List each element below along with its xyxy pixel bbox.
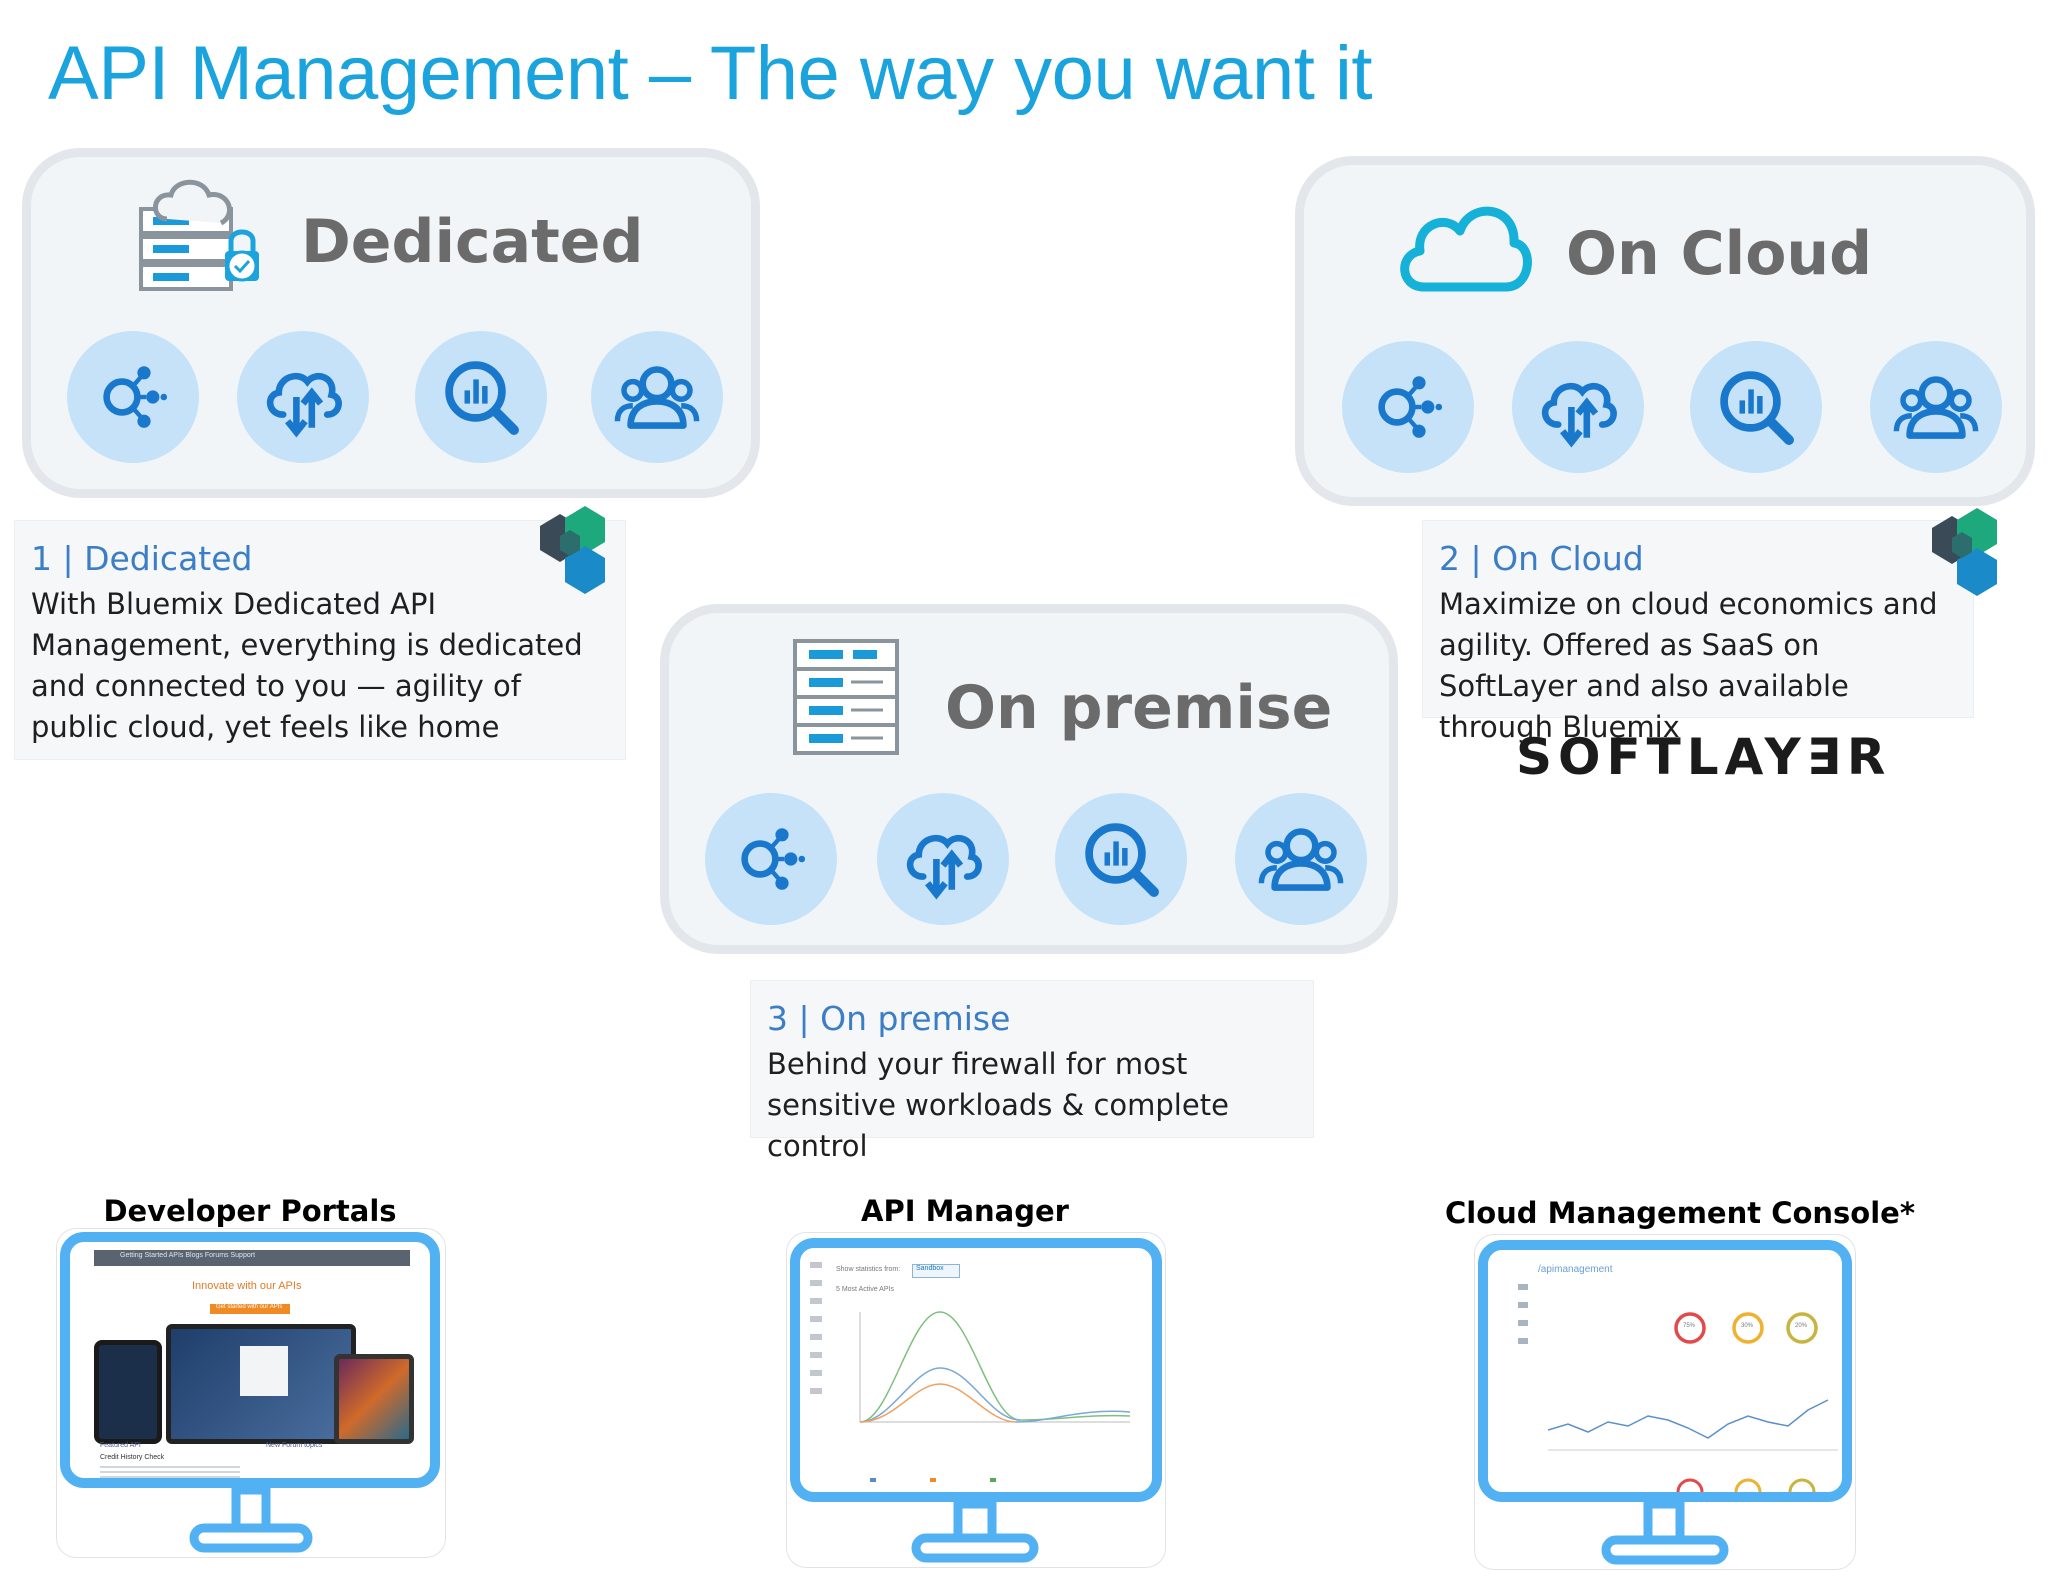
page-title: API Management – The way you want it xyxy=(48,31,1373,116)
portal-nav xyxy=(94,1250,410,1266)
cloud-sync-icon xyxy=(259,353,347,441)
deployment-title: On Cloud xyxy=(1566,219,1873,289)
analytics-search-icon xyxy=(1077,815,1165,903)
monitor-stand xyxy=(1601,1499,1729,1565)
network-nodes-icon xyxy=(727,815,815,903)
description-body: Maximize on cloud economics and agility.… xyxy=(1439,587,1938,744)
feature-circle xyxy=(1870,341,2002,473)
portal-forum: New Forum topics xyxy=(266,1442,323,1449)
manager-sidebar xyxy=(810,1262,822,1402)
community-users-icon xyxy=(1892,363,1980,451)
console-sidebar xyxy=(1518,1284,1528,1344)
monitor-label-cloud-management-console: Cloud Management Console* xyxy=(1444,1196,1916,1230)
gauge-value: 75% xyxy=(1683,1323,1696,1329)
monitor-stand xyxy=(911,1499,1039,1563)
description-heading: 2 | On Cloud xyxy=(1439,539,1644,578)
monitor-screen: Getting Started APIs Blogs Forums Suppor… xyxy=(60,1232,440,1488)
console-trend-chart xyxy=(1548,1399,1838,1451)
monitor-screen: /apimanagement 75% 30% 20% xyxy=(1478,1240,1852,1502)
community-users-icon xyxy=(613,353,701,441)
description-heading: 3 | On premise xyxy=(767,999,1011,1038)
portal-nav-links: Getting Started APIs Blogs Forums Suppor… xyxy=(120,1252,256,1259)
monitor-screen: Show statistics from: Sandbox 5 Most Act… xyxy=(790,1238,1162,1502)
phone-image xyxy=(334,1354,414,1444)
login-dialog-image xyxy=(240,1346,288,1396)
portal-text-lines xyxy=(100,1466,240,1478)
deployment-card-on-cloud: On Cloud xyxy=(1295,156,2035,506)
deployment-title: On premise xyxy=(945,673,1333,743)
monitor-cloud-management-console: /apimanagement 75% 30% 20% xyxy=(1474,1234,1856,1570)
portal-cta-label: Get started with our APIs xyxy=(216,1304,283,1310)
feature-circle xyxy=(1235,793,1367,925)
manager-subtitle: 5 Most Active APIs xyxy=(836,1286,894,1293)
console-gauges xyxy=(1674,1312,1818,1344)
deployment-card-on-premise: On premise xyxy=(660,604,1398,954)
feature-circle xyxy=(1342,341,1474,473)
deployment-title: Dedicated xyxy=(301,207,644,277)
softlayer-logo: SOFTLAY∃R xyxy=(1516,728,1892,786)
feature-circle xyxy=(591,331,723,463)
feature-circle xyxy=(1512,341,1644,473)
env-select-value: Sandbox xyxy=(916,1265,944,1272)
env-select[interactable] xyxy=(912,1264,960,1278)
console-brand: /apimanagement xyxy=(1538,1264,1613,1275)
portal-featured-item: Credit History Check xyxy=(100,1454,165,1461)
description-heading: 1 | Dedicated xyxy=(31,539,253,578)
server-rack-icon xyxy=(791,637,901,759)
monitor-developer-portals: Getting Started APIs Blogs Forums Suppor… xyxy=(56,1228,446,1558)
monitor-label-api-manager: API Manager xyxy=(861,1194,1069,1228)
description-body: Behind your firewall for most sensitive … xyxy=(767,1047,1229,1163)
api-usage-chart xyxy=(859,1311,1131,1482)
community-users-icon xyxy=(1257,815,1345,903)
cloud-icon xyxy=(1394,195,1534,300)
portal-heading: Innovate with our APIs xyxy=(192,1280,302,1292)
cloud-sync-icon xyxy=(899,815,987,903)
server-cloud-lock-icon xyxy=(137,179,267,299)
description-body: With Bluemix Dedicated API Management, e… xyxy=(31,587,583,744)
phone-image xyxy=(94,1340,162,1444)
gauge-value: 20% xyxy=(1795,1323,1808,1329)
console-gauges-lower xyxy=(1676,1478,1816,1492)
portal-cta xyxy=(210,1304,290,1314)
bluemix-logo xyxy=(530,506,640,616)
analytics-search-icon xyxy=(1712,363,1800,451)
feature-circle xyxy=(877,793,1009,925)
manager-stats-label: Show statistics from: xyxy=(836,1266,901,1273)
bluemix-logo xyxy=(1922,508,2032,618)
feature-circle xyxy=(1055,793,1187,925)
deployment-card-dedicated: Dedicated xyxy=(22,148,760,498)
monitor-api-manager: Show statistics from: Sandbox 5 Most Act… xyxy=(786,1232,1166,1568)
feature-circle xyxy=(1690,341,1822,473)
feature-circle xyxy=(67,331,199,463)
feature-circle xyxy=(237,331,369,463)
analytics-search-icon xyxy=(437,353,525,441)
description-on-premise: 3 | On premise Behind your firewall for … xyxy=(750,980,1314,1163)
monitor-label-developer-portals: Developer Portals xyxy=(103,1194,397,1228)
portal-featured: Featured API xyxy=(100,1442,141,1449)
feature-circle xyxy=(705,793,837,925)
description-dedicated: 1 | Dedicated With Bluemix Dedicated API… xyxy=(14,520,626,760)
network-nodes-icon xyxy=(1364,363,1452,451)
network-nodes-icon xyxy=(89,353,177,441)
monitor-stand xyxy=(189,1485,313,1553)
cloud-sync-icon xyxy=(1534,363,1622,451)
feature-circle xyxy=(415,331,547,463)
gauge-value: 30% xyxy=(1741,1323,1754,1329)
description-on-cloud: 2 | On Cloud Maximize on cloud economics… xyxy=(1422,520,1974,744)
